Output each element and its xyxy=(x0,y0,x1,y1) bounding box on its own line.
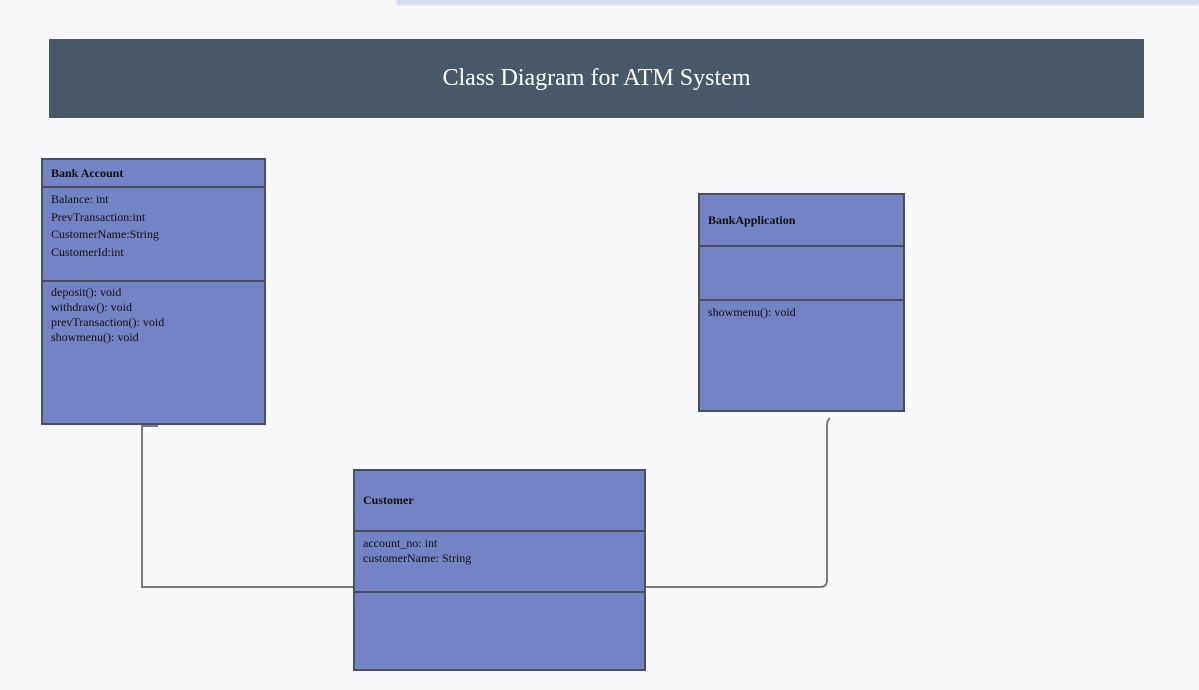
method: deposit(): void xyxy=(51,285,122,299)
class-bank-application[interactable]: BankApplication showmenu(): void xyxy=(698,193,905,412)
class-name: BankApplication xyxy=(708,212,796,227)
class-name-section: Bank Account xyxy=(43,160,264,188)
method: showmenu(): void xyxy=(51,330,139,344)
attribute: CustomerId:int xyxy=(51,244,124,259)
methods-section: deposit(): void withdraw(): void prevTra… xyxy=(43,282,264,423)
method: showmenu(): void xyxy=(708,305,796,319)
diagram-title-banner: Class Diagram for ATM System xyxy=(49,39,1144,118)
connector-customer-bankapplication[interactable] xyxy=(646,417,831,588)
class-name-section: BankApplication xyxy=(700,195,903,247)
class-name-section: Customer xyxy=(355,471,644,532)
attributes-section xyxy=(700,247,903,301)
diagram-title: Class Diagram for ATM System xyxy=(442,65,751,91)
attributes-section: account_no: int customerName: String xyxy=(355,532,644,593)
method: prevTransaction(): void xyxy=(51,315,165,329)
connector-bankaccount-customer[interactable] xyxy=(141,425,352,588)
attribute: account_no: int xyxy=(363,536,438,550)
top-rule xyxy=(397,0,1199,3)
class-name: Customer xyxy=(363,493,414,507)
class-bank-account[interactable]: Bank Account Balance: int PrevTransactio… xyxy=(41,158,266,425)
attribute: CustomerName:String xyxy=(51,227,159,241)
attribute: PrevTransaction:int xyxy=(51,209,146,224)
attribute: customerName: String xyxy=(363,551,472,565)
methods-section: showmenu(): void xyxy=(700,301,903,410)
attribute: Balance: int xyxy=(51,192,109,206)
method: withdraw(): void xyxy=(51,300,132,314)
attributes-section: Balance: int PrevTransaction:int Custome… xyxy=(43,188,264,282)
methods-section xyxy=(355,593,644,669)
class-name: Bank Account xyxy=(51,165,124,180)
class-customer[interactable]: Customer account_no: int customerName: S… xyxy=(353,469,646,671)
